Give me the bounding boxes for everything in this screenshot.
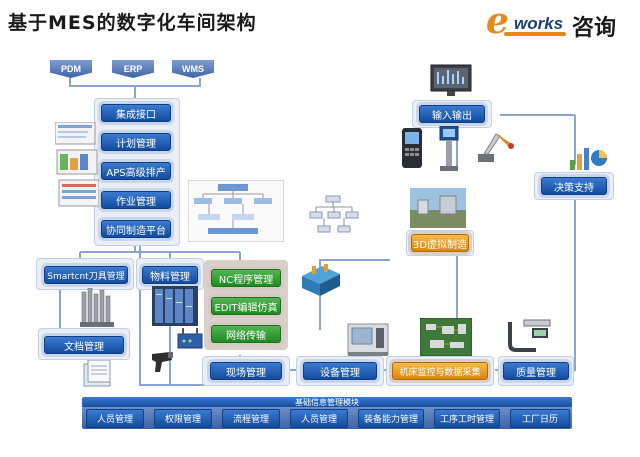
base-item-personnel-2[interactable]: 人员管理 [290, 409, 348, 428]
cutting-tools-image [80, 287, 116, 328]
plan-management-box[interactable]: 计划管理 [101, 133, 171, 151]
eworks-logo: e works 咨询 [486, 0, 634, 42]
system-wms[interactable]: WMS [172, 60, 214, 78]
structure-chart-image [308, 194, 360, 236]
field-management-box[interactable]: 现场管理 [210, 362, 282, 380]
network-device-image [176, 328, 204, 352]
base-item-equipment-capability[interactable]: 装备能力管理 [358, 409, 424, 428]
system-erp[interactable]: ERP [112, 60, 154, 78]
input-output-box[interactable]: 输入输出 [419, 105, 485, 123]
process-flow-image [187, 179, 285, 243]
tool-management-box[interactable]: Smartcnt刀具管理 [44, 266, 128, 284]
barcode-scanner-image [150, 350, 176, 374]
server-rack-image [152, 286, 198, 326]
base-item-process-hours[interactable]: 工序工时管理 [434, 409, 500, 428]
folder-image [82, 359, 114, 388]
base-item-personnel-1[interactable]: 人员管理 [86, 409, 144, 428]
system-pdm[interactable]: PDM [50, 60, 92, 78]
logo-brand: works [514, 14, 564, 33]
software-screens-image [54, 121, 100, 208]
base-item-permission[interactable]: 权限管理 [154, 409, 212, 428]
machine-monitoring-box[interactable]: 机床监控与数据采集 [392, 362, 488, 380]
cnc-machine-image [346, 318, 392, 358]
base-item-process[interactable]: 流程管理 [222, 409, 280, 428]
material-management-box[interactable]: 物料管理 [142, 266, 198, 284]
logo-suffix: 咨询 [572, 16, 617, 41]
base-info-header: 基础信息管理模块 [82, 397, 572, 408]
integration-interface-box[interactable]: 集成接口 [101, 104, 171, 122]
circuit-board-image [419, 317, 473, 357]
nc-program-box[interactable]: NC程序管理 [211, 269, 281, 287]
simulation-scene-image [410, 188, 466, 228]
quality-management-box[interactable]: 质量管理 [503, 362, 569, 380]
virtual-manufacturing-box[interactable]: 3D虚拟制造 [411, 234, 469, 252]
logo-mark: e [486, 0, 509, 42]
collab-platform-box[interactable]: 协同制造平台 [101, 220, 171, 238]
equipment-management-box[interactable]: 设备管理 [303, 362, 377, 380]
edit-simulation-box[interactable]: EDIT编辑仿真 [211, 297, 281, 315]
micrometer-image [506, 318, 554, 352]
job-management-box[interactable]: 作业管理 [101, 191, 171, 209]
aps-scheduling-box[interactable]: APS高级排产 [101, 162, 171, 180]
network-transfer-box[interactable]: 网络传输 [211, 325, 281, 343]
part-3d-image [298, 262, 344, 298]
document-management-box[interactable]: 文档管理 [44, 336, 124, 354]
decision-chart-image [568, 144, 608, 172]
handheld-terminal-image [400, 128, 424, 168]
base-item-factory-calendar[interactable]: 工厂日历 [510, 409, 570, 428]
robot-arm-image [474, 128, 516, 164]
logo-swoosh [504, 32, 566, 36]
decision-support-box[interactable]: 决策支持 [541, 177, 607, 195]
page-title: 基于MES的数字化车间架构 [8, 12, 257, 34]
monitor-screen-image [430, 64, 472, 98]
kiosk-image [436, 125, 462, 172]
